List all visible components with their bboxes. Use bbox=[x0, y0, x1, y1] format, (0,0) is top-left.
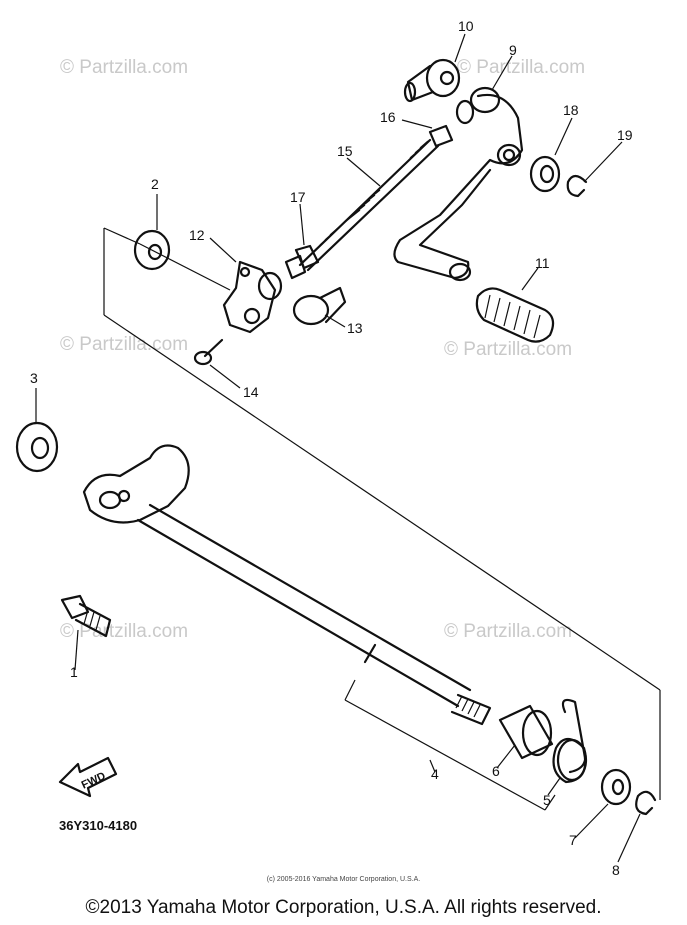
collar-part bbox=[498, 704, 554, 760]
callout-5: 5 bbox=[543, 792, 551, 808]
pedal-circlip-part bbox=[566, 174, 588, 198]
watermark: © Partzilla.com bbox=[444, 339, 572, 360]
callout-16: 16 bbox=[380, 109, 396, 125]
callout-6: 6 bbox=[492, 763, 500, 779]
callout-2: 2 bbox=[151, 176, 159, 192]
bolt-part bbox=[193, 338, 224, 366]
callout-14: 14 bbox=[243, 384, 259, 400]
shaft-bracket bbox=[344, 679, 556, 811]
callout-18: 18 bbox=[563, 102, 579, 118]
shift-arm-part bbox=[222, 254, 307, 334]
callout-8: 8 bbox=[612, 862, 620, 878]
shaft-washer-part bbox=[600, 768, 632, 806]
diagram-code: 36Y310-4180 bbox=[59, 818, 137, 833]
watermark: © Partzilla.com bbox=[457, 57, 585, 78]
watermark: © Partzilla.com bbox=[60, 57, 188, 78]
fwd-arrow-icon: FWD bbox=[58, 756, 118, 798]
callout-4: 4 bbox=[431, 766, 439, 782]
callout-3: 3 bbox=[30, 370, 38, 386]
callout-1: 1 bbox=[70, 664, 78, 680]
callout-13: 13 bbox=[347, 320, 363, 336]
callout-12: 12 bbox=[189, 227, 205, 243]
shaft-circlip-part bbox=[635, 790, 657, 816]
rod-end-part bbox=[403, 58, 461, 103]
pedal-washer-part bbox=[529, 155, 561, 193]
leader-lines bbox=[35, 33, 641, 863]
watermark: © Partzilla.com bbox=[444, 621, 572, 642]
callout-19: 19 bbox=[617, 127, 633, 143]
watermark: © Partzilla.com bbox=[60, 334, 188, 355]
fwd-label: FWD bbox=[80, 770, 108, 791]
small-copyright: (c) 2005-2016 Yamaha Motor Corporation, … bbox=[266, 876, 421, 883]
copyright-footer: ©2013 Yamaha Motor Corporation, U.S.A. A… bbox=[85, 897, 602, 918]
washer-part bbox=[133, 229, 171, 271]
callout-7: 7 bbox=[569, 832, 577, 848]
return-spring-part bbox=[552, 698, 588, 784]
stud-bolt-part bbox=[60, 594, 112, 638]
large-washer-part bbox=[15, 421, 59, 473]
callout-17: 17 bbox=[290, 189, 306, 205]
shift-rod-part bbox=[294, 86, 501, 272]
callout-15: 15 bbox=[337, 143, 353, 159]
shift-pedal-part bbox=[393, 93, 555, 343]
callout-10: 10 bbox=[458, 18, 474, 34]
assembly-outline bbox=[103, 227, 661, 800]
callout-9: 9 bbox=[509, 42, 517, 58]
watermark: © Partzilla.com bbox=[60, 621, 188, 642]
shift-shaft-part bbox=[82, 444, 492, 726]
callout-11: 11 bbox=[535, 255, 550, 271]
rod-end-cap-part bbox=[292, 286, 347, 326]
